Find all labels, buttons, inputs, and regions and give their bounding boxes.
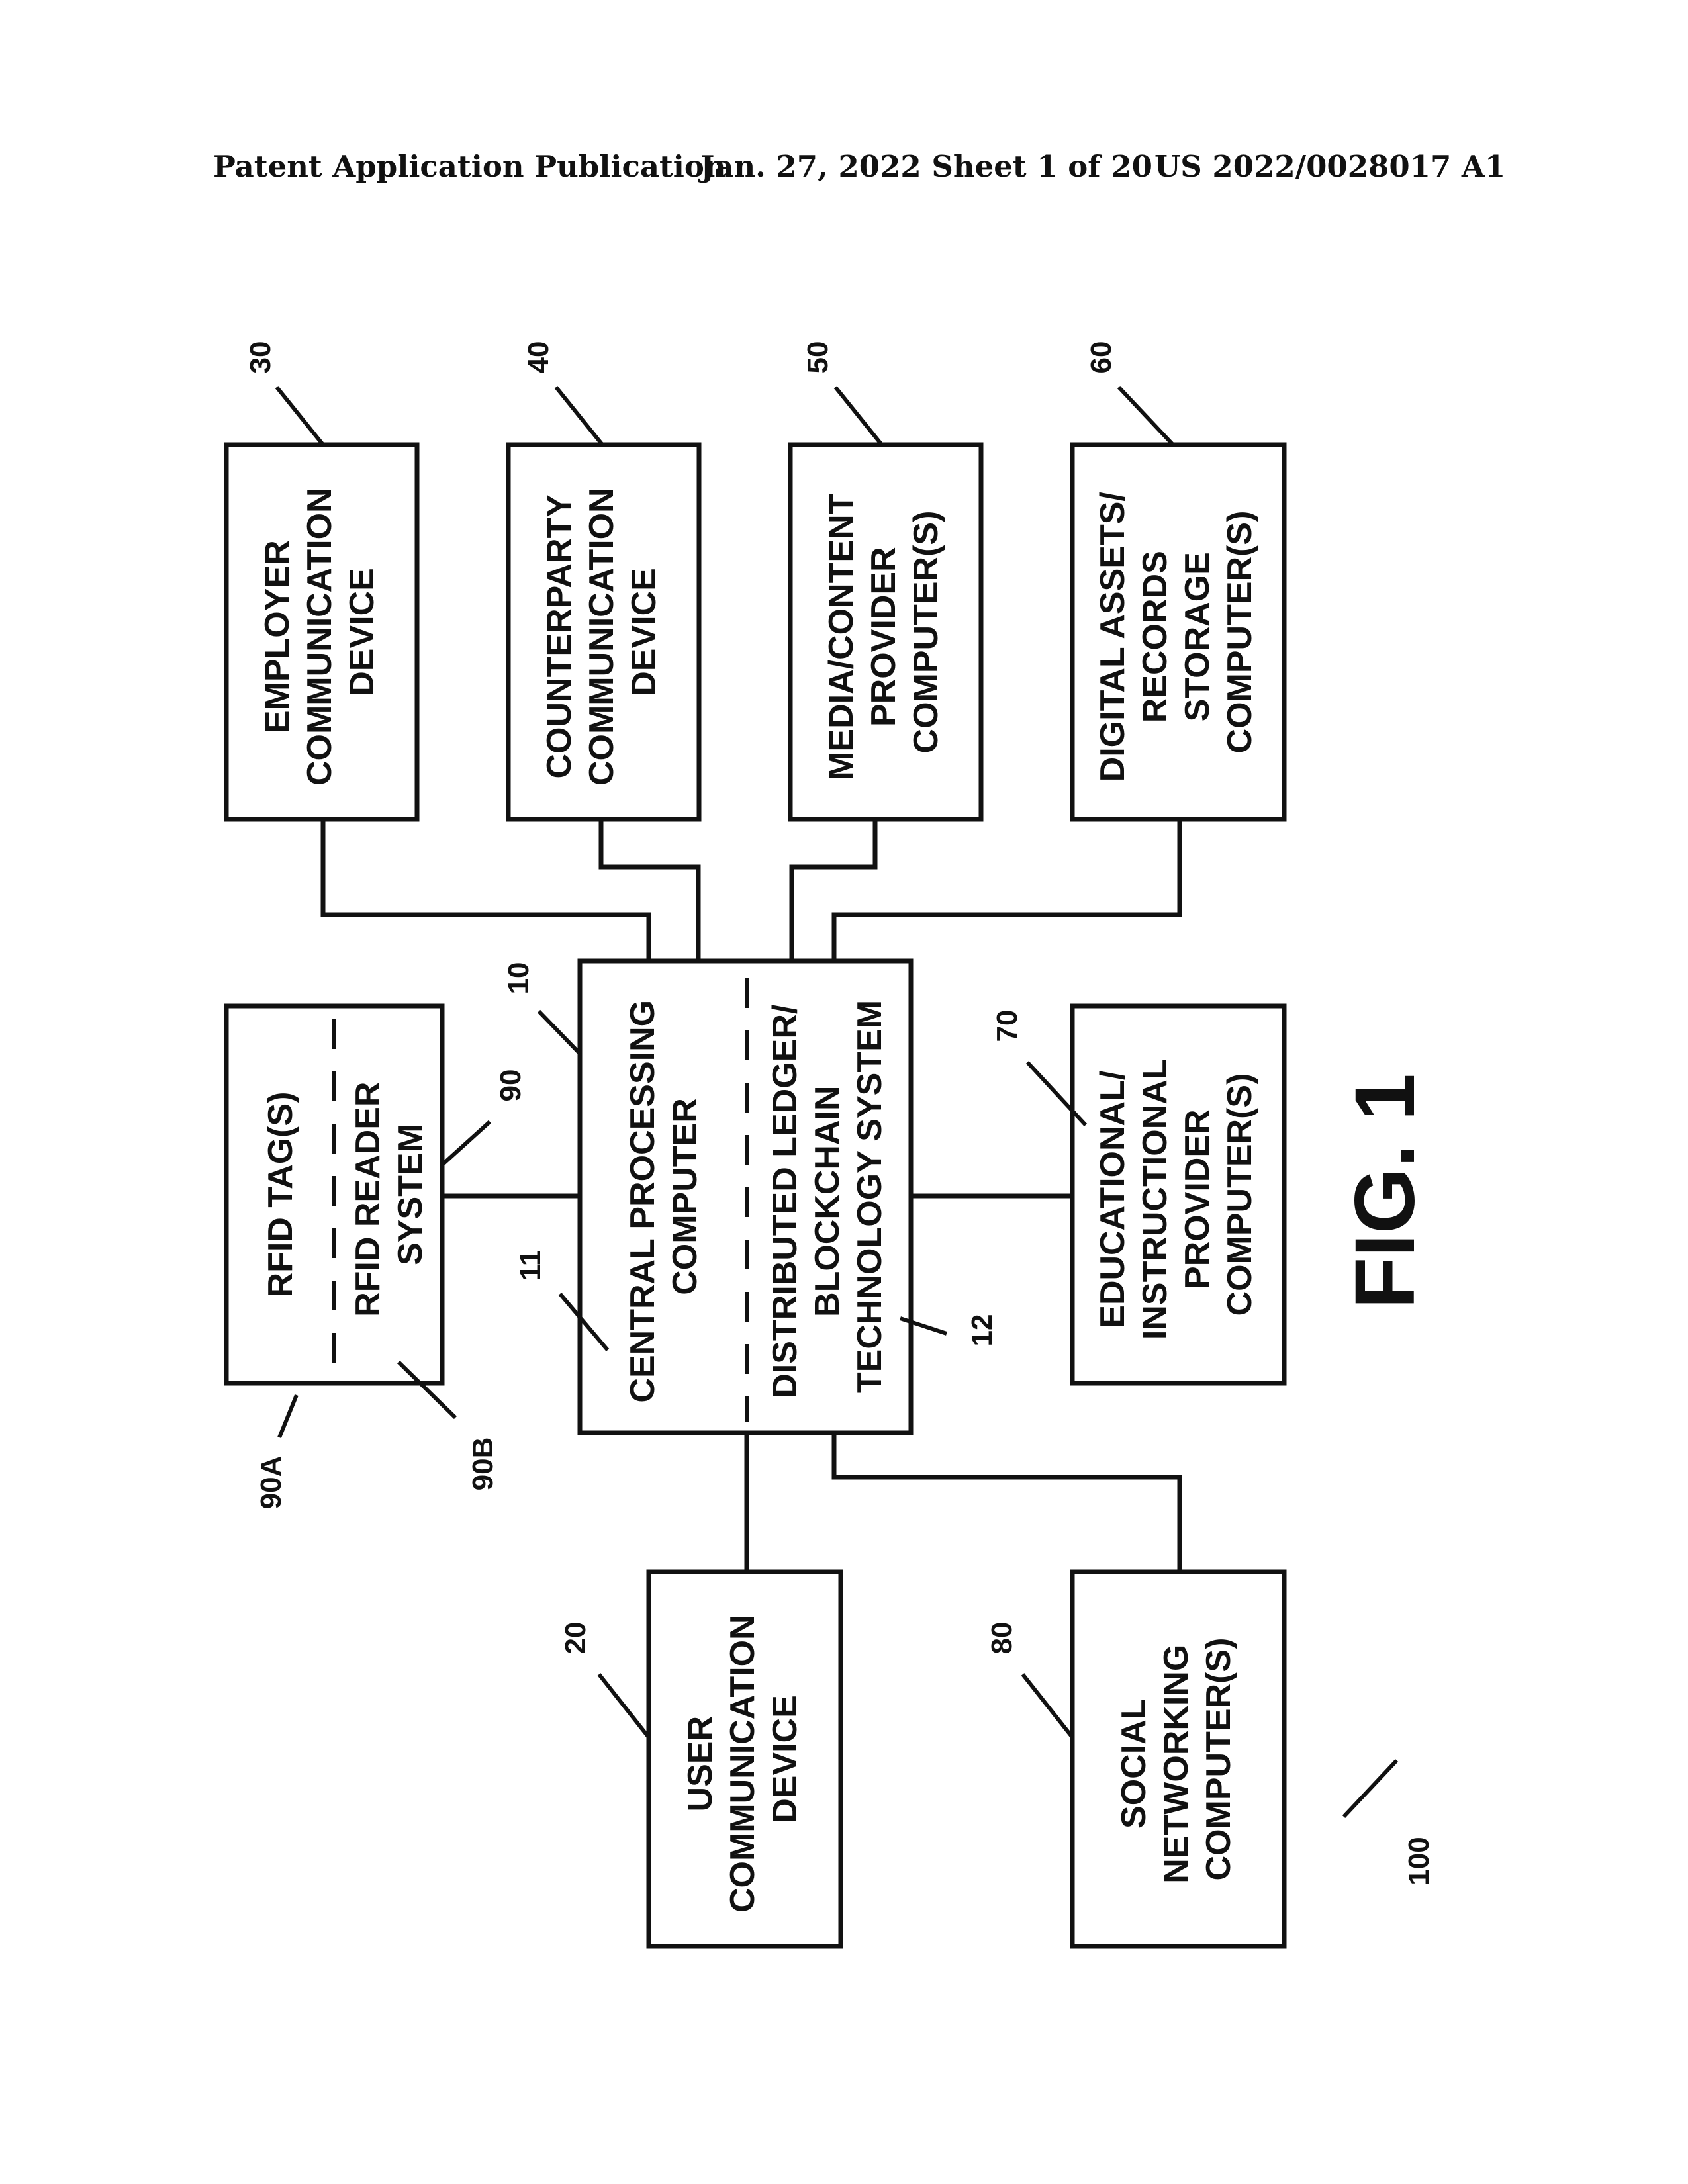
ref-60: 60 xyxy=(1085,341,1117,374)
wire-digital xyxy=(834,819,1180,961)
ref-30: 30 xyxy=(244,341,277,374)
ref-90b: 90B xyxy=(467,1437,499,1491)
ref-70: 70 xyxy=(991,1010,1023,1042)
leader-50 xyxy=(835,387,882,445)
rfid-tag-label: RFID TAG(S) xyxy=(261,1092,300,1298)
leader-60 xyxy=(1119,387,1173,445)
leader-30 xyxy=(277,387,323,445)
ref-50: 50 xyxy=(802,341,834,374)
leader-80 xyxy=(1023,1674,1072,1737)
leader-40 xyxy=(556,387,602,445)
leader-20 xyxy=(599,1674,649,1737)
ref-10: 10 xyxy=(502,962,535,995)
leader-90 xyxy=(442,1122,490,1165)
ref-11: 11 xyxy=(514,1250,547,1281)
ref-90a: 90A xyxy=(255,1456,287,1510)
wire-social xyxy=(834,1433,1180,1572)
ref-80: 80 xyxy=(986,1622,1018,1655)
ref-12: 12 xyxy=(966,1314,998,1347)
ref-90: 90 xyxy=(494,1069,527,1102)
leader-100 xyxy=(1344,1760,1397,1817)
ref-100: 100 xyxy=(1403,1837,1435,1885)
leader-90a xyxy=(279,1395,297,1437)
ref-20: 20 xyxy=(559,1622,592,1655)
ref-40: 40 xyxy=(522,341,555,374)
figure-label: FIG. 1 xyxy=(1338,1073,1432,1309)
leader-10 xyxy=(539,1011,580,1054)
